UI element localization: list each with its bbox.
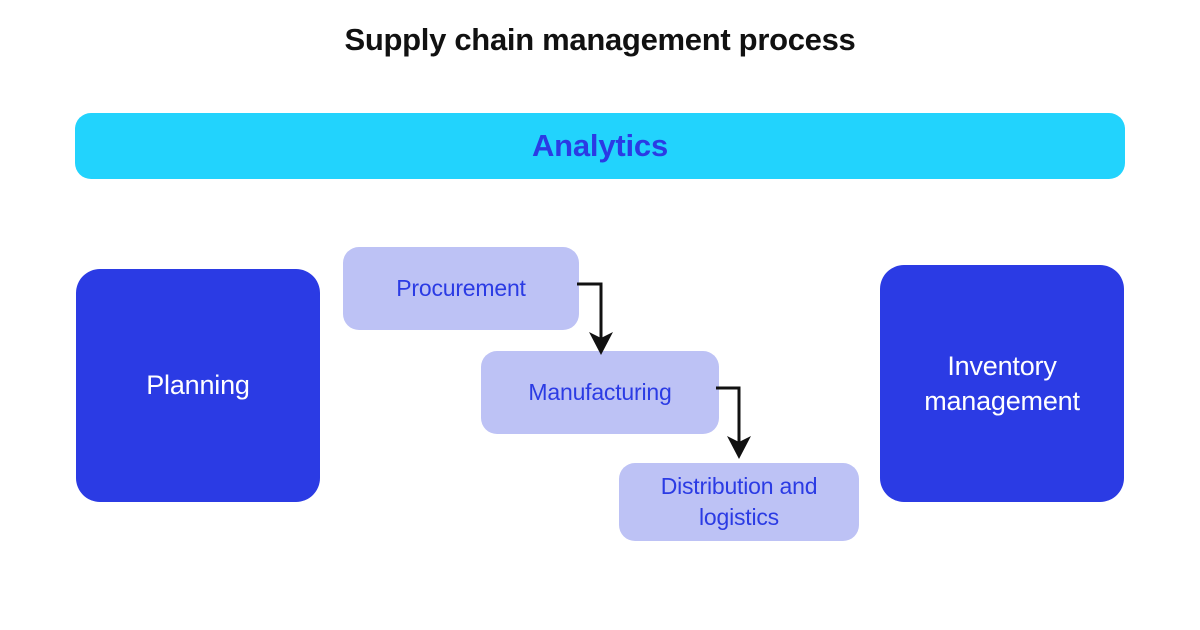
node-distribution-and-logistics-line-2: logistics bbox=[698, 504, 779, 530]
analytics-banner-label: Analytics bbox=[531, 128, 669, 163]
connector-path bbox=[577, 282, 603, 342]
node-planning-label: Planning bbox=[146, 370, 250, 400]
page-title: Supply chain management process bbox=[344, 22, 856, 57]
node-inventory-management-line-2: management bbox=[924, 385, 1080, 416]
node-inventory-management[interactable]: Inventory management bbox=[880, 265, 1124, 502]
node-inventory-management-line-1: Inventory bbox=[947, 350, 1057, 381]
node-planning[interactable]: Planning bbox=[76, 269, 320, 502]
node-procurement[interactable]: Procurement bbox=[343, 247, 579, 330]
node-manufacturing[interactable]: Manufacturing bbox=[481, 351, 719, 434]
analytics-banner[interactable]: Analytics bbox=[75, 113, 1125, 179]
node-inventory-management-label: Inventory management bbox=[914, 349, 1090, 419]
node-manufacturing-label: Manufacturing bbox=[528, 379, 672, 405]
connector-path bbox=[716, 386, 741, 445]
connector-procurement-to-manufacturing bbox=[577, 282, 613, 355]
node-procurement-label: Procurement bbox=[396, 275, 526, 301]
arrowhead-icon bbox=[727, 436, 751, 459]
node-distribution-and-logistics-label: Distribution and logistics bbox=[651, 471, 828, 533]
node-distribution-and-logistics[interactable]: Distribution and logistics bbox=[619, 463, 859, 541]
connector-manufacturing-to-distribution bbox=[716, 386, 751, 459]
node-distribution-and-logistics-line-1: Distribution and bbox=[660, 473, 818, 499]
